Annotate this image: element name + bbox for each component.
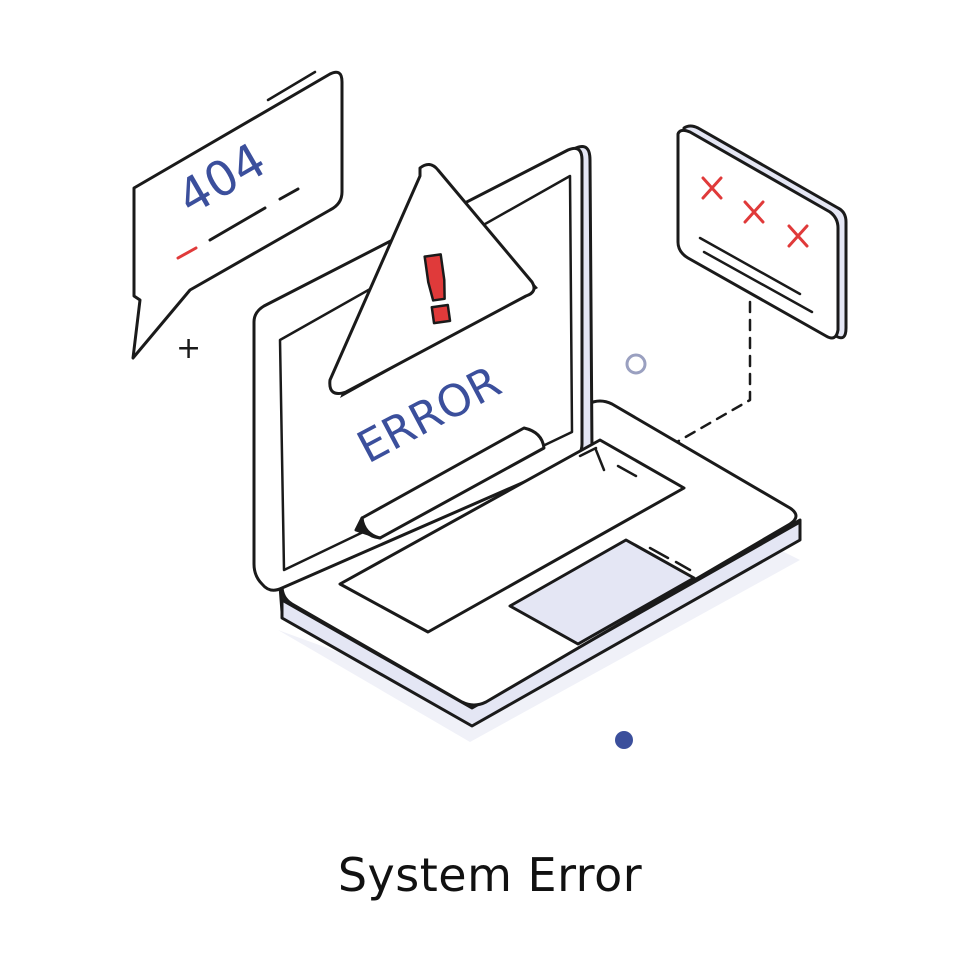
speech-bubble-404: 404 xyxy=(131,70,344,360)
laptop-touchpad xyxy=(508,538,696,646)
error-x-marks xyxy=(701,176,809,248)
laptop-keyboard xyxy=(338,438,686,634)
warning-triangle-icon: ! xyxy=(328,163,538,398)
filled-dot-icon xyxy=(615,731,633,749)
caption-title: System Error xyxy=(337,848,643,902)
hollow-circle-icon xyxy=(625,353,647,375)
plus-sparkle-icon: + xyxy=(176,331,201,366)
dashed-connector xyxy=(668,300,752,448)
error-card xyxy=(676,124,848,340)
